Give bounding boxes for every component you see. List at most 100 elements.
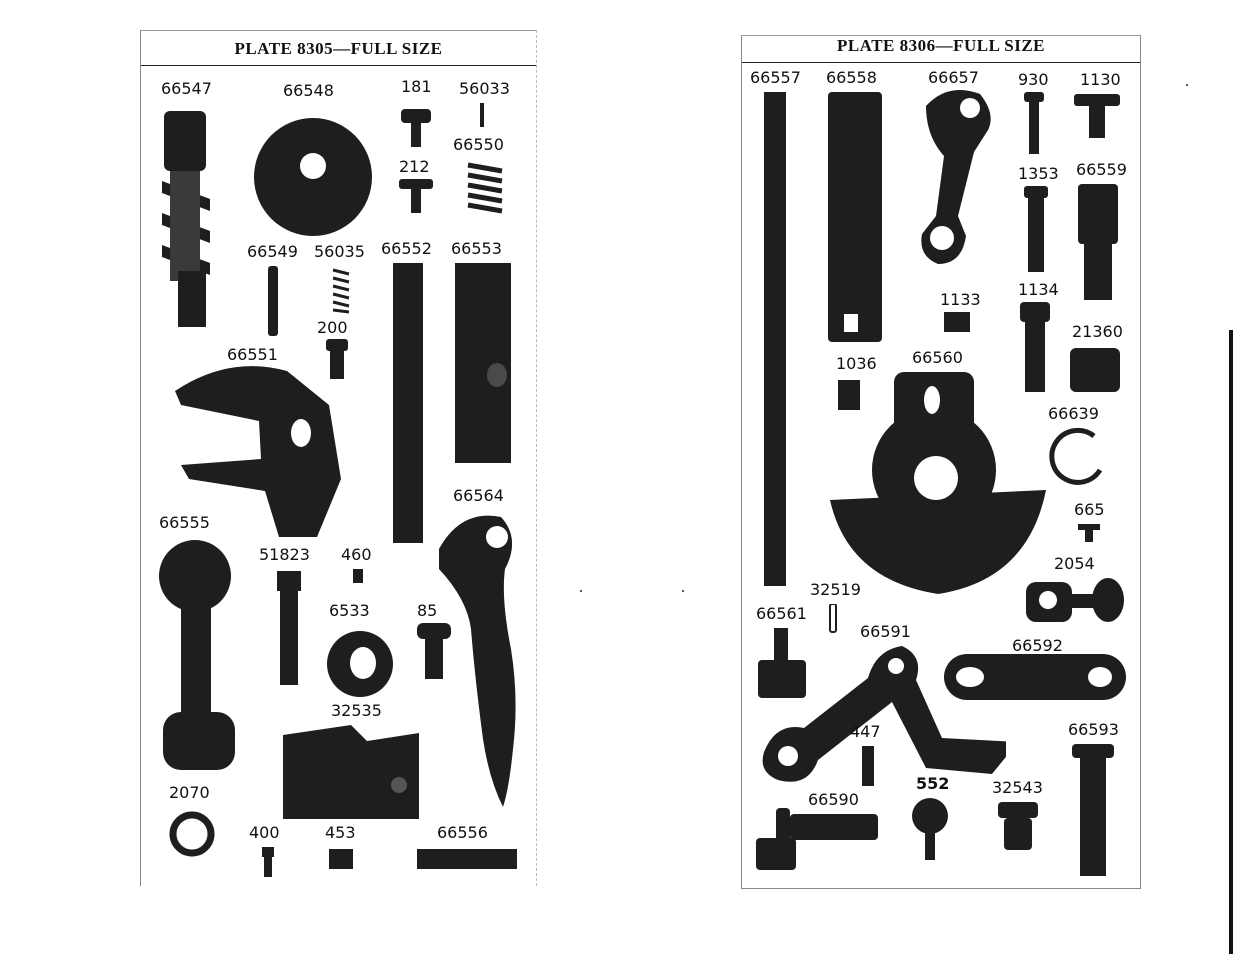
part-32519-pin <box>829 604 837 633</box>
part-label-32543: 32543 <box>992 778 1043 797</box>
part-552-thumb-screw <box>912 798 948 860</box>
part-66550-spring <box>467 162 503 214</box>
part-label-66556: 66556 <box>437 823 488 842</box>
plate-8306: PLATE 8306—FULL SIZE 66557 66558 66657 9… <box>741 35 1141 889</box>
part-66561-stud <box>758 628 806 698</box>
part-21360-bushing <box>1070 348 1120 392</box>
plate-8305: PLATE 8305—FULL SIZE 66547 66548 181 560… <box>140 30 537 886</box>
part-label-1134: 1134 <box>1018 280 1059 299</box>
part-label-460: 460 <box>341 545 372 564</box>
scan-speck <box>682 590 684 592</box>
part-66555-connecting-rod <box>159 540 235 770</box>
part-447-setscrew <box>862 746 874 786</box>
part-label-66560: 66560 <box>912 348 963 367</box>
part-label-181: 181 <box>401 77 432 96</box>
part-51823-pin <box>277 571 301 685</box>
part-32543-stud <box>998 802 1038 850</box>
part-label-66547: 66547 <box>161 79 212 98</box>
part-1353-screw <box>1024 186 1048 272</box>
part-label-665: 665 <box>1074 500 1105 519</box>
part-label-66550: 66550 <box>453 135 504 154</box>
part-1133-setscrew <box>944 312 970 332</box>
part-400-screw <box>262 847 274 877</box>
part-label-66557: 66557 <box>750 68 801 87</box>
scan-speck <box>580 590 582 592</box>
part-label-66549: 66549 <box>247 242 298 261</box>
plate-8306-title: PLATE 8306—FULL SIZE <box>742 36 1140 63</box>
part-label-66590: 66590 <box>808 790 859 809</box>
part-label-1353: 1353 <box>1018 164 1059 183</box>
part-label-66657: 66657 <box>928 68 979 87</box>
part-label-552: 552 <box>916 774 950 793</box>
part-label-66639: 66639 <box>1048 404 1099 423</box>
part-label-2070: 2070 <box>169 783 210 802</box>
part-56033-pin <box>480 103 484 127</box>
scan-edge-bar <box>1229 330 1233 954</box>
part-66657-crank-arm <box>921 90 991 264</box>
part-label-1036: 1036 <box>836 354 877 373</box>
part-label-66553: 66553 <box>451 239 502 258</box>
part-930-screw <box>1024 92 1044 154</box>
part-66549-pin <box>268 266 278 336</box>
part-66547-worm-gear <box>162 111 210 327</box>
part-1134-screw <box>1020 302 1050 392</box>
part-66551-fork <box>175 366 341 537</box>
part-label-212: 212 <box>399 157 430 176</box>
part-66553-bar <box>455 263 511 463</box>
part-460-setscrew <box>353 569 363 583</box>
part-2070-ring <box>169 811 215 857</box>
part-66548-disc <box>254 118 372 236</box>
part-66639-ring-clip <box>1049 427 1103 485</box>
part-label-400: 400 <box>249 823 280 842</box>
part-label-66559: 66559 <box>1076 160 1127 179</box>
part-label-200: 200 <box>317 318 348 337</box>
part-66591-bracket-arm <box>762 646 1006 782</box>
part-66557-shaft <box>764 92 786 586</box>
part-85-screw <box>417 623 451 679</box>
part-66560-cam <box>830 372 1046 594</box>
part-label-66591: 66591 <box>860 622 911 641</box>
part-56035-spring <box>332 268 350 314</box>
part-200-screw <box>326 339 348 379</box>
part-label-1130: 1130 <box>1080 70 1121 89</box>
part-66590-shaft <box>756 808 878 870</box>
part-66556-bar <box>417 849 517 869</box>
part-label-66592: 66592 <box>1012 636 1063 655</box>
part-66558-tube <box>828 92 882 342</box>
part-label-66593: 66593 <box>1068 720 1119 739</box>
part-label-51823: 51823 <box>259 545 310 564</box>
part-label-32519: 32519 <box>810 580 861 599</box>
part-label-56035: 56035 <box>314 242 365 261</box>
part-label-453: 453 <box>325 823 356 842</box>
part-181-screw <box>401 109 431 147</box>
part-label-32535: 32535 <box>331 701 382 720</box>
part-label-930: 930 <box>1018 70 1049 89</box>
part-1036-setscrew <box>838 380 860 410</box>
part-6533-collar <box>327 631 393 697</box>
part-label-66558: 66558 <box>826 68 877 87</box>
part-label-2054: 2054 <box>1054 554 1095 573</box>
plate-8305-title: PLATE 8305—FULL SIZE <box>141 39 536 66</box>
part-66564-lever <box>439 515 516 807</box>
part-label-21360: 21360 <box>1072 322 1123 341</box>
part-66559-stud <box>1078 184 1118 300</box>
scan-speck <box>1186 84 1188 86</box>
part-label-66555: 66555 <box>159 513 210 532</box>
part-32535-block <box>283 725 419 819</box>
part-label-447: 447 <box>850 722 881 741</box>
part-label-66564: 66564 <box>453 486 504 505</box>
part-1130-screw <box>1074 94 1120 138</box>
part-label-56033: 56033 <box>459 79 510 98</box>
part-2054-thumb-screw <box>1026 578 1124 622</box>
part-66552-rod <box>393 263 423 543</box>
part-label-85: 85 <box>417 601 438 620</box>
part-label-66561: 66561 <box>756 604 807 623</box>
part-665-screw <box>1078 524 1100 542</box>
part-label-6533: 6533 <box>329 601 370 620</box>
part-label-66551: 66551 <box>227 345 278 364</box>
part-66593-stud <box>1072 744 1114 876</box>
part-label-66552: 66552 <box>381 239 432 258</box>
part-453-setscrew <box>329 849 353 869</box>
part-212-screw <box>399 179 433 213</box>
part-66592-link <box>944 654 1126 700</box>
